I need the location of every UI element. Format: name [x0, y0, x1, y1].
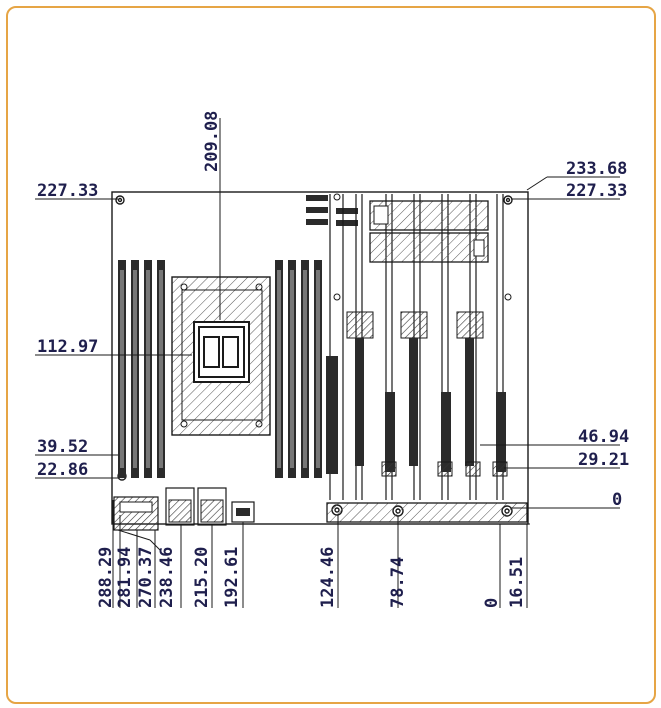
- left-dimm-slots: [118, 260, 165, 478]
- dimension-lines: [35, 118, 620, 608]
- dim-281: 281.94: [115, 547, 135, 608]
- dim-288: 288.29: [96, 547, 116, 608]
- dim-29: 29.21: [578, 450, 629, 470]
- dim-233: 233.68: [566, 159, 627, 179]
- dim-227-left: 227.33: [37, 181, 98, 201]
- dim-0-bottom: 0: [482, 598, 502, 608]
- dim-0-right: 0: [612, 490, 622, 510]
- dim-227-right: 227.33: [566, 181, 627, 201]
- dim-124: 124.46: [318, 547, 338, 608]
- pcie-slots: [326, 311, 508, 477]
- dim-78: 78.74: [388, 557, 408, 608]
- dim-22: 22.86: [37, 460, 88, 480]
- dim-39: 39.52: [37, 437, 88, 457]
- dim-16: 16.51: [507, 557, 527, 608]
- dim-215: 215.20: [192, 547, 212, 608]
- dim-209: 209.08: [202, 111, 222, 172]
- dim-112: 112.97: [37, 337, 98, 357]
- right-dimm-slots: [275, 260, 322, 478]
- io-bracket: [326, 502, 528, 523]
- m2-modules: [369, 200, 489, 263]
- dim-192: 192.61: [222, 547, 242, 608]
- top-connectors: [306, 195, 358, 226]
- dim-46: 46.94: [578, 427, 629, 447]
- rail-pegs: [333, 193, 512, 301]
- dim-238: 238.46: [157, 547, 177, 608]
- dim-270: 270.37: [136, 547, 156, 608]
- cpu-socket: [171, 276, 271, 436]
